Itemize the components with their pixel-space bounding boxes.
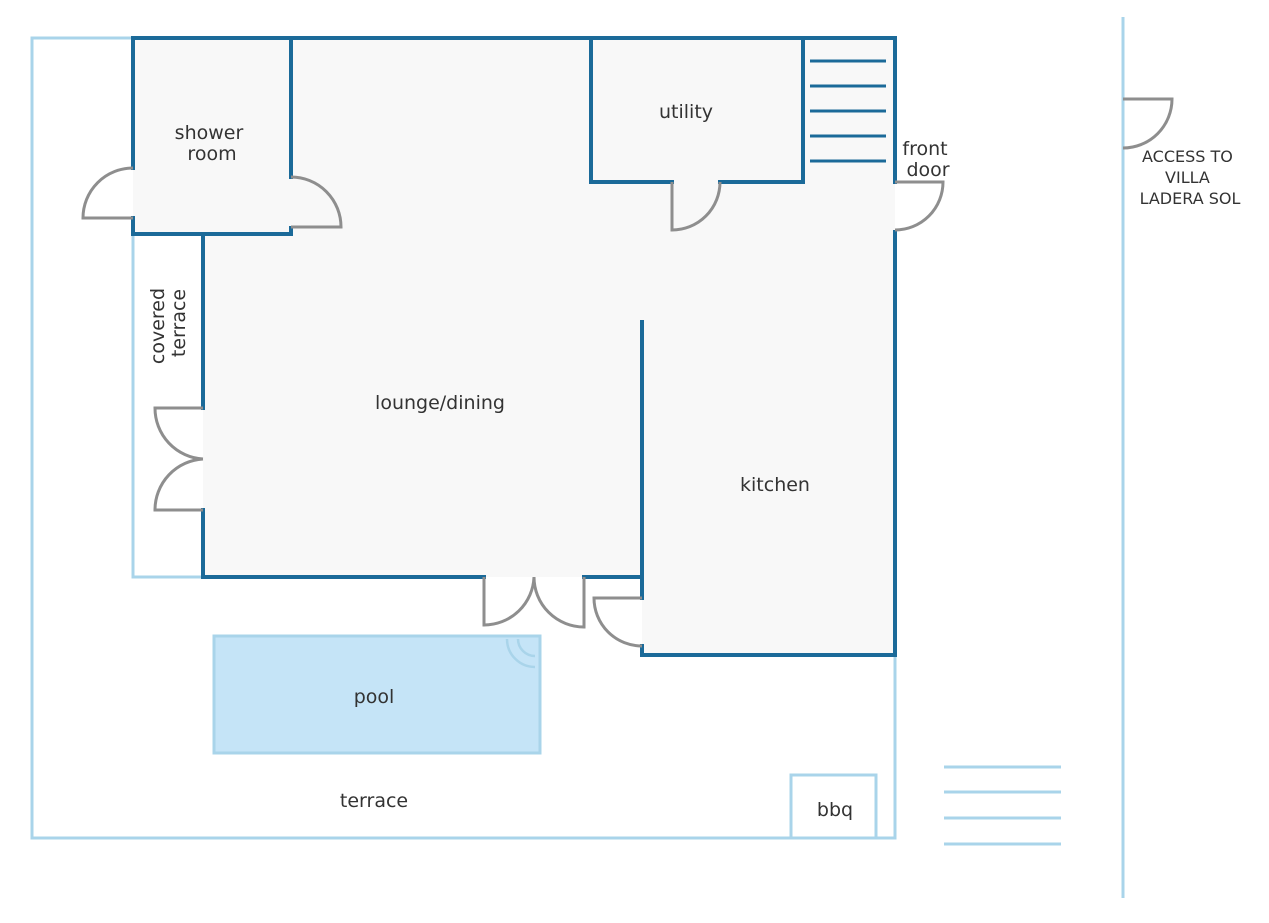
room-label-kitchen: kitchen <box>740 474 810 496</box>
door-swing-icon <box>670 181 722 232</box>
door-swing-icon <box>290 175 343 229</box>
walls <box>131 36 897 657</box>
label-front-door: front door <box>902 138 953 181</box>
gate-swing-icon <box>1122 97 1174 150</box>
label-bbq: bbq <box>817 799 853 821</box>
interior-floor <box>133 38 895 655</box>
room-label-utility: utility <box>659 101 713 123</box>
door-swing-icon <box>81 166 134 220</box>
bbq-unit <box>789 773 878 840</box>
room-label-shower: shower room <box>175 122 250 165</box>
doors <box>81 166 945 648</box>
room-label-covered-terrace: covered terrace <box>147 282 190 364</box>
door-swing-icon <box>153 457 204 512</box>
label-pool: pool <box>354 686 395 708</box>
covered-terrace-outline <box>131 232 203 579</box>
door-swing-icon <box>153 406 204 461</box>
exterior-stairs <box>944 765 1061 846</box>
door-swing-icon <box>894 180 945 232</box>
interior-stairs <box>810 59 886 163</box>
pool-steps-icon <box>505 638 536 669</box>
label-access-villa: ACCESS TO VILLA LADERA SOL <box>1140 147 1241 208</box>
label-terrace: terrace <box>340 790 408 812</box>
door-swing-icon <box>482 576 536 627</box>
pool <box>212 634 542 755</box>
door-swing-icon <box>532 576 586 629</box>
door-swing-icon <box>592 596 643 648</box>
room-label-lounge-dining: lounge/dining <box>375 392 505 414</box>
